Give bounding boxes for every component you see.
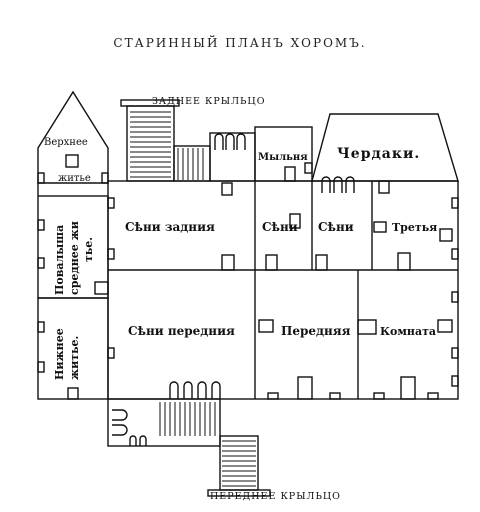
upper-living-label-1: Верхнее — [44, 137, 88, 148]
arch-10 — [211, 381, 221, 399]
attics-label: Чердаки. — [337, 146, 420, 162]
passage-3-label: Сѣни — [318, 220, 354, 234]
door-e — [289, 213, 301, 229]
stove-third — [439, 228, 453, 242]
door-h — [378, 180, 390, 194]
front-stair — [219, 435, 259, 491]
front-annex — [107, 398, 221, 447]
arch-12 — [112, 409, 128, 421]
front-porch-label: ПЕРЕДНЕЕ КРЫЛЬЦО — [210, 491, 341, 502]
win-t1 — [304, 162, 313, 174]
stove-third-2 — [373, 221, 387, 233]
win-b3 — [373, 392, 385, 400]
arch-14 — [139, 435, 147, 446]
arch-4 — [321, 176, 331, 193]
door-j — [400, 376, 416, 400]
door-g — [397, 252, 411, 271]
front-porch-landing — [207, 489, 271, 497]
upper-living-label-2: житье — [58, 173, 91, 184]
arch-5 — [333, 176, 343, 193]
win-l2 — [37, 219, 45, 231]
stove-lower — [67, 387, 79, 400]
front-stair-treads — [222, 440, 256, 487]
win-l1 — [37, 172, 45, 184]
front-room-label: Передняя — [281, 324, 351, 338]
page-title: СТАРИННЫЙ ПЛАНЪ ХОРОМЪ. — [113, 36, 367, 50]
passage-2-label: Сѣни — [262, 220, 298, 234]
win-b1 — [267, 392, 279, 400]
back-stair-treads — [130, 111, 171, 178]
win-r2 — [451, 248, 459, 260]
arch-13 — [129, 435, 137, 446]
back-passage-label: Сѣни задния — [125, 220, 215, 234]
stove-front — [258, 319, 274, 333]
arch-11 — [112, 424, 128, 436]
third-room-label: Третья — [392, 221, 437, 234]
door-a — [221, 182, 233, 196]
stove-chamber-2 — [437, 319, 453, 333]
win-r1 — [451, 197, 459, 209]
lower-living-label-1: Нижнее — [53, 328, 66, 380]
win-l6 — [101, 172, 109, 184]
main-building — [107, 180, 459, 400]
arch-7 — [169, 381, 179, 399]
win-l7 — [107, 197, 115, 209]
openings — [37, 154, 459, 400]
win-b2 — [329, 392, 341, 400]
win-r4 — [451, 347, 459, 359]
win-l4 — [37, 321, 45, 333]
win-l8 — [107, 248, 115, 260]
back-porch-landing — [120, 99, 180, 107]
arch-8 — [183, 381, 193, 399]
door-c — [284, 166, 296, 182]
back-porch-label: ЗАДНЕЕ КРЫЛЬЦО — [152, 96, 266, 107]
win-r3 — [451, 291, 459, 303]
arch-2 — [225, 133, 235, 150]
win-r5 — [451, 375, 459, 387]
door-d — [265, 254, 278, 271]
middle-living-label-1: Повалыша — [53, 225, 66, 295]
arch-1 — [214, 133, 224, 150]
win-l9 — [107, 347, 115, 359]
stove-middle — [94, 281, 109, 295]
washroom-label: Мыльня — [258, 152, 308, 163]
arch-6 — [345, 176, 355, 193]
door-b — [221, 254, 235, 271]
win-b4 — [427, 392, 439, 400]
stove-chamber — [357, 319, 377, 335]
door-i — [297, 376, 313, 400]
arch-3 — [236, 133, 246, 150]
annex-hatching — [177, 148, 204, 180]
annex-hatched — [173, 145, 211, 182]
arches — [112, 133, 355, 446]
lower-living-label-2: житье. — [68, 336, 81, 380]
walls — [37, 90, 459, 497]
annex-window — [209, 132, 256, 182]
front-passage-label: Сѣни передния — [128, 324, 235, 338]
middle-living-label-2: среднее жи — [68, 221, 81, 295]
middle-living-label-3: тье. — [82, 237, 95, 262]
attic-roof — [311, 113, 459, 182]
door-f — [315, 254, 328, 271]
front-annex-hatching — [159, 402, 216, 436]
chamber-label: Комната — [380, 325, 436, 338]
arch-9 — [197, 381, 207, 399]
stove-upper — [65, 154, 79, 168]
win-l5 — [37, 361, 45, 373]
win-l3 — [37, 257, 45, 269]
washroom-room — [254, 126, 313, 182]
